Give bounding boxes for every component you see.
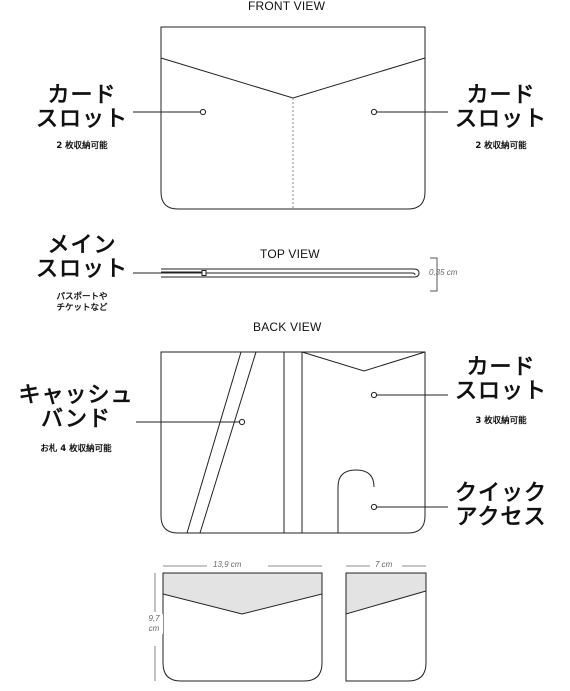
card-slot-back-line1: カード [466,355,536,380]
main-slot-note-line2: チケットなど [56,303,108,313]
height-dimension: 9,7 cm [145,614,163,634]
card-slot-left-note: 2 枚収納可能 [56,141,108,151]
main-slot-label: メイン スロット [30,234,134,282]
back-view-title: BACK VIEW [253,320,322,334]
main-slot-line1: メイン [47,233,117,258]
quick-access-line2: アクセス [455,505,547,530]
card-slot-right-line2: スロット [454,107,547,132]
width-small-dimension: 7 cm [373,560,395,569]
quick-access-line1: クイック [454,481,547,506]
main-slot-note: パスポートや チケットなど [30,292,134,314]
top-view-drawing [133,257,438,292]
card-slot-right-label: カード スロット [449,84,553,132]
card-slot-back-label: カード スロット [449,356,553,404]
card-slot-left-label: カード スロット [30,84,134,132]
width-large-dimension: 13,9 cm [211,560,244,569]
back-view-drawing [136,351,448,534]
cash-band-line2: バンド [40,407,112,432]
thickness-dimension: 0,35 cm [429,268,458,277]
card-slot-left-line1: カード [47,83,117,108]
dimension-views-drawing [154,565,427,682]
card-slot-left-line2: スロット [35,107,128,132]
quick-access-label: クイック アクセス [449,482,553,530]
top-view-title: TOP VIEW [260,247,320,261]
main-slot-line2: スロット [35,257,128,282]
card-slot-back-note: 3 枚収納可能 [475,416,527,426]
main-slot-note-line1: パスポートや [56,292,108,302]
card-slot-right-note: 2 枚収納可能 [475,141,527,151]
front-view-title: FRONT VIEW [248,0,326,13]
card-slot-right-line1: カード [466,83,536,108]
cash-band-note: お札 4 枚収納可能 [40,444,112,454]
front-view-drawing [133,26,448,210]
height-dimension-value: 9,7 [148,614,160,623]
card-slot-back-line2: スロット [454,379,547,404]
cash-band-label: キャッシュ バンド [14,384,138,432]
height-dimension-unit: cm [148,624,160,633]
cash-band-line1: キャッシュ [18,383,134,408]
